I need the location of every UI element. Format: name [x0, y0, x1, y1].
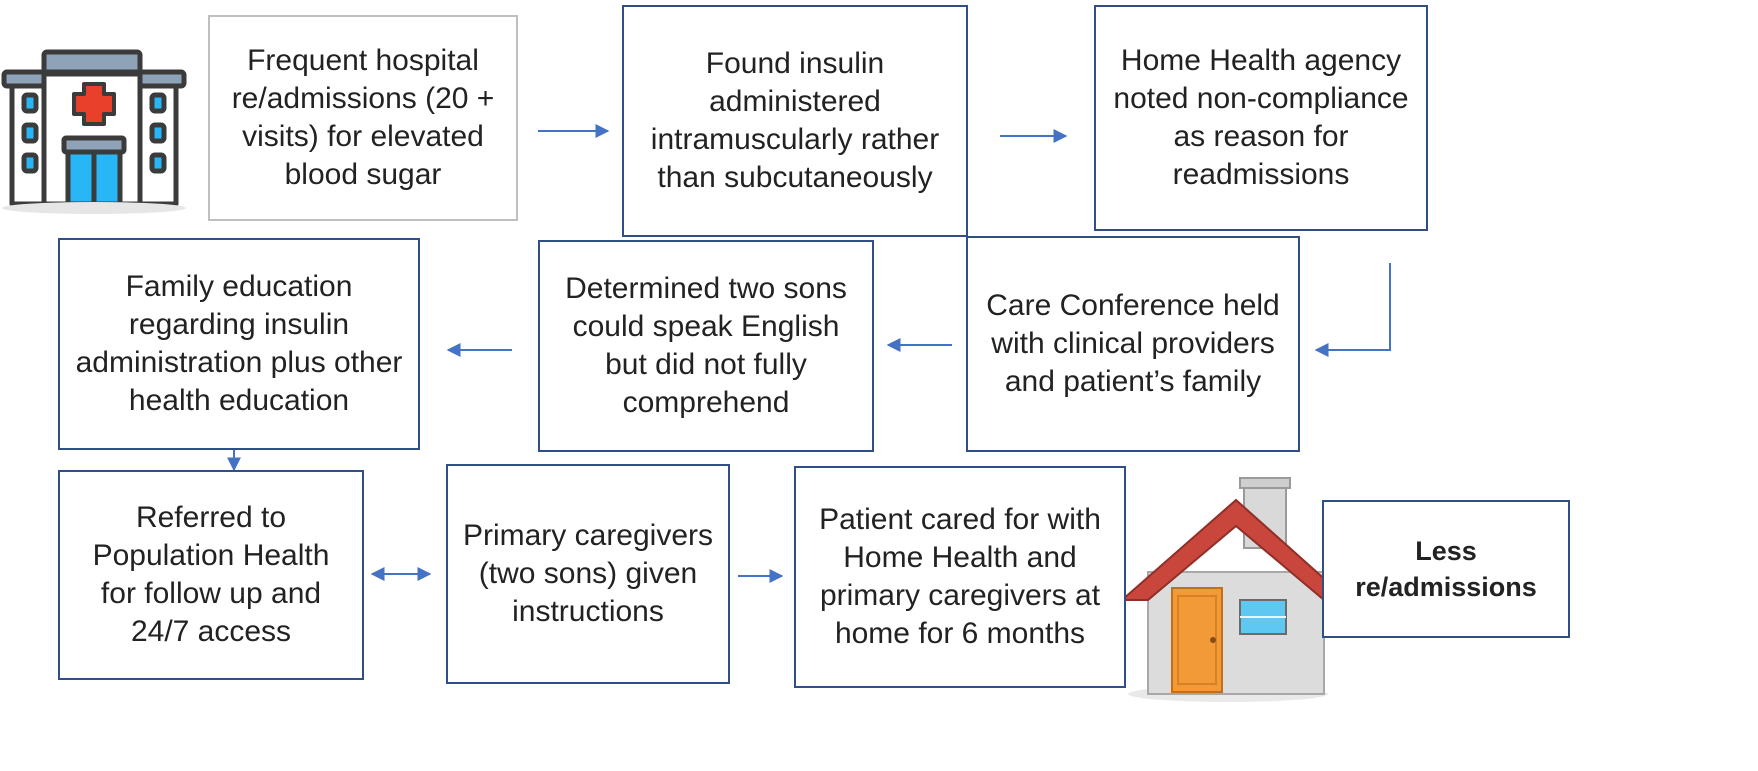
step-care-conference-text: Care Conference held with clinical provi… — [986, 289, 1280, 398]
step-home-care-6-months: Patient cared for with Home Health and p… — [794, 466, 1126, 688]
step-insulin-intramuscular-text: Found insulin administered intramuscular… — [650, 47, 940, 194]
step-home-care-6-months-text: Patient cared for with Home Health and p… — [819, 503, 1101, 650]
step-caregivers-instructions-text: Primary caregivers (two sons) given inst… — [462, 519, 714, 628]
step-home-health-noncompliance-text: Home Health agency noted non-compliance … — [1113, 44, 1409, 191]
step-population-health-text: Referred to Population Health for follow… — [92, 501, 330, 648]
step-hospital-readmissions-text: Frequent hospital re/admissions (20 + vi… — [231, 44, 495, 191]
arrow-home-health-to-conference — [1314, 263, 1391, 357]
step-caregivers-instructions: Primary caregivers (two sons) given inst… — [446, 464, 730, 684]
step-sons-english-text: Determined two sons could speak English … — [565, 272, 847, 419]
step-insulin-intramuscular: Found insulin administered intramuscular… — [622, 5, 968, 237]
outcome-less-readmissions-text: Less re/admissions — [1355, 536, 1537, 602]
step-hospital-readmissions: Frequent hospital re/admissions (20 + vi… — [208, 15, 518, 221]
step-population-health: Referred to Population Health for follow… — [58, 470, 364, 680]
step-care-conference: Care Conference held with clinical provi… — [966, 236, 1300, 452]
step-family-education-text: Family education regarding insulin admin… — [75, 270, 403, 417]
step-family-education: Family education regarding insulin admin… — [58, 238, 420, 450]
step-sons-english: Determined two sons could speak English … — [538, 240, 874, 452]
outcome-less-readmissions: Less re/admissions — [1322, 500, 1570, 638]
step-home-health-noncompliance: Home Health agency noted non-compliance … — [1094, 5, 1428, 231]
